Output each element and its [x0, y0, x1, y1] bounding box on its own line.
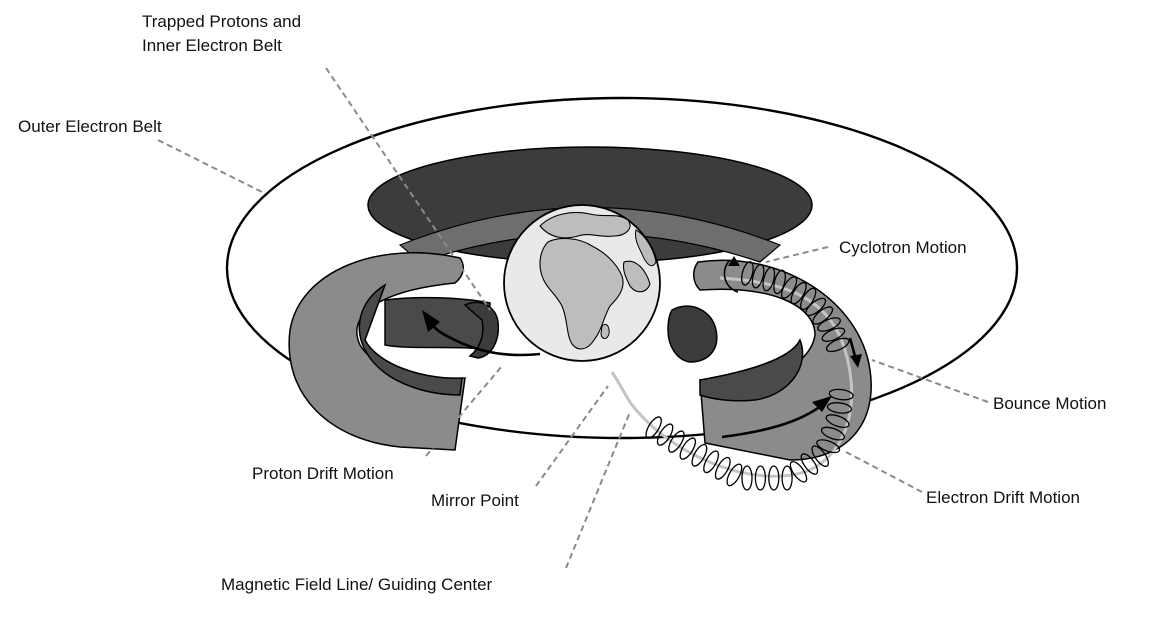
outer-belt-outline [225, 96, 1019, 440]
electron-helix-loop [691, 443, 708, 467]
inner-belt-right-tube [667, 305, 718, 363]
europe-landmass [539, 211, 631, 239]
leader-field-line [565, 411, 631, 569]
leader-electron-drift [845, 451, 923, 493]
electron-helix-loop [679, 437, 697, 460]
inner-belt-section-left [358, 283, 463, 396]
electron-helix-loop [789, 460, 808, 483]
electron-helix-loop [741, 465, 753, 491]
electron-helix-loop [800, 287, 817, 311]
electron-helix-loop [805, 297, 827, 317]
electron-helix-loop [828, 388, 854, 401]
electron-helix-loop [656, 423, 674, 446]
cyclotron-arrowhead [728, 256, 740, 266]
leader-mirror-point [535, 385, 609, 487]
arabia-landmass [622, 260, 651, 293]
electron-helix-loop [714, 456, 731, 480]
bounce-arrowhead [850, 354, 862, 368]
electron-helix-loop [751, 263, 765, 289]
electron-helix-loop [780, 276, 798, 299]
outer-belt-section-left [288, 252, 466, 451]
electron-helix-loop [817, 317, 841, 332]
label-magnetic-field-line: Magnetic Field Line/ Guiding Center [221, 575, 493, 594]
label-bounce-motion: Bounce Motion [993, 394, 1106, 413]
electron-helix-loop [811, 445, 829, 468]
africa-landmass [539, 237, 624, 350]
electron-helix-loop [821, 327, 846, 342]
proton-drift-arrowhead [422, 310, 440, 332]
label-outer-electron-belt: Outer Electron Belt [18, 117, 162, 136]
electron-helix-loop [773, 269, 786, 295]
electron-helix-loop [762, 266, 776, 292]
electron-helix-loop [820, 426, 845, 441]
electron-helix-loop [826, 402, 853, 414]
electron-spiral-lower [645, 388, 854, 491]
electron-helix-loop [790, 281, 807, 305]
electron-helix-loop [825, 414, 850, 429]
electron-spiral-upper [741, 261, 850, 353]
electron-drift-arrow [721, 401, 827, 439]
madagascar-landmass [600, 323, 610, 339]
electron-helix-loop [781, 465, 793, 491]
electron-helix-loop [754, 465, 767, 491]
electron-helix-loop [800, 453, 819, 475]
label-proton-drift-motion: Proton Drift Motion [252, 464, 394, 483]
leader-trapped-protons [325, 67, 491, 311]
leader-bounce [871, 359, 989, 403]
cyclotron-arrow [723, 259, 739, 293]
electron-helix-loop [726, 463, 743, 487]
electron-drift-arrowhead [812, 396, 832, 412]
leader-cyclotron [765, 246, 829, 263]
electron-helix-loop [645, 416, 662, 439]
electron-helix-loop [703, 450, 720, 474]
electron-helix-loop [816, 439, 841, 454]
leader-outer-belt [157, 139, 263, 193]
electron-helix-loop [668, 430, 685, 453]
label-cyclotron-motion: Cyclotron Motion [839, 238, 967, 257]
label-mirror-point: Mirror Point [431, 491, 519, 510]
asia-edge [635, 229, 657, 267]
inner-belt-section-right [699, 338, 804, 402]
electron-helix-loop [812, 306, 834, 325]
earth-globe-icon [503, 204, 661, 362]
electron-helix-loop [741, 261, 754, 286]
label-electron-drift-motion: Electron Drift Motion [926, 488, 1080, 507]
electron-helix-loop [825, 337, 850, 353]
electron-helix-loop [768, 465, 780, 491]
label-trapped-protons-line2: Inner Electron Belt [142, 36, 282, 55]
label-trapped-protons-line1: Trapped Protons and [142, 12, 301, 31]
inner-belt-left-tube [463, 301, 500, 359]
